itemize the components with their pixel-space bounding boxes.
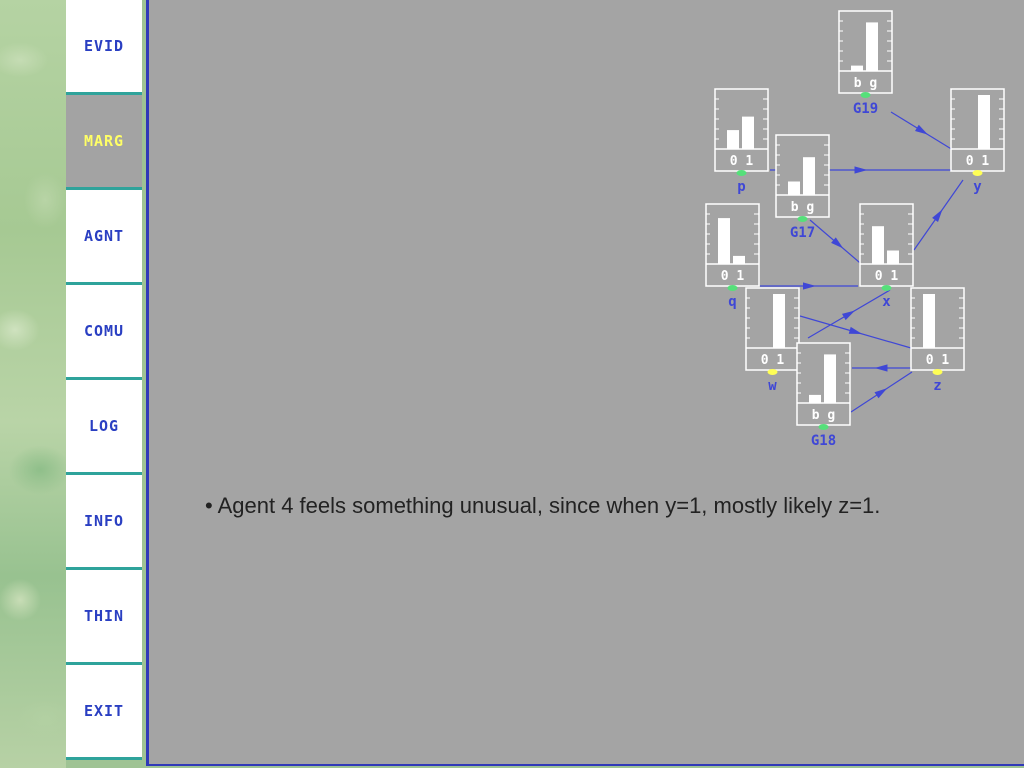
node-states: 0 1 [730,154,754,169]
nav-button-log[interactable]: LOG [66,380,142,475]
nav-button-comu[interactable]: COMU [66,285,142,380]
node-states: b g [791,200,814,215]
node-w[interactable]: 0 1 w [745,287,800,394]
edge-arrow-2 [831,237,844,249]
node-indicator [727,285,738,291]
node-bar-0 [809,394,821,403]
node-bar-1 [824,354,836,403]
node-g18[interactable]: b g G18 [796,342,851,449]
nav-button-label: COMU [83,322,125,340]
edge-arrow-8 [874,388,888,399]
edge-arrow-5 [842,310,856,321]
node-frame [705,203,760,287]
node-frame [950,88,1005,172]
decorative-texture [0,0,66,768]
node-states: 0 1 [761,353,785,368]
nav-button-agnt[interactable]: AGNT [66,190,142,285]
nav-button-info[interactable]: INFO [66,475,142,570]
node-bar-1 [803,157,815,195]
node-states: b g [854,76,877,91]
network-edges [760,111,964,413]
node-y[interactable]: 0 1 y [950,88,1005,195]
nav-button-label: EXIT [83,702,125,720]
nav-button-label: MARG [83,132,125,150]
node-frame [745,287,800,371]
node-z[interactable]: 0 1 z [910,287,965,394]
node-states: b g [812,408,835,423]
node-name: z [933,378,941,394]
node-bar-0 [727,130,739,149]
node-name: p [737,179,745,195]
node-bar-1 [733,255,745,264]
node-indicator [932,369,943,375]
nav-button-exit[interactable]: EXIT [66,665,142,760]
network-nodes: b g G19 0 1 p 0 1 y b g G17 0 1 q 0 1 x 0 1 w 0 1 z b g G… [705,10,1005,449]
node-states: 0 1 [721,269,745,284]
edge-arrow-1 [854,166,868,174]
node-name: q [728,294,736,310]
node-name: x [882,294,891,310]
nav-button-marg[interactable]: MARG [66,95,142,190]
node-indicator [818,424,829,430]
node-q[interactable]: 0 1 q [705,203,760,310]
edge-arrow-7 [874,364,888,372]
node-frame [838,10,893,94]
node-indicator [767,369,778,375]
node-indicator [736,170,747,176]
node-name: y [973,179,982,195]
node-bar-0 [718,218,730,264]
edge-arrow-6 [848,326,863,334]
node-g19[interactable]: b g G19 [838,10,893,117]
nav-button-label: THIN [83,607,125,625]
node-g17[interactable]: b g G17 [775,134,830,241]
side-nav: EVID MARG AGNT COMU LOG INFO THIN EXIT [66,0,142,768]
node-states: 0 1 [875,269,899,284]
node-states: 0 1 [966,154,990,169]
status-message: • Agent 4 feels something unusual, since… [205,493,881,518]
node-states: 0 1 [926,353,950,368]
edge-arrow-3 [932,209,943,222]
main-panel [146,0,1024,766]
node-name: G17 [790,225,815,241]
nav-button-label: EVID [83,37,125,55]
node-bar-1 [887,250,899,264]
node-indicator [860,92,871,98]
node-p[interactable]: 0 1 p [714,88,769,195]
node-name: G19 [853,101,878,117]
node-bar-1 [978,95,990,149]
node-bar-0 [788,181,800,195]
node-x[interactable]: 0 1 x [859,203,914,310]
node-frame [714,88,769,172]
edge-arrow-0 [915,124,928,135]
node-bar-0 [851,65,863,71]
node-indicator [972,170,983,176]
nav-button-label: AGNT [83,227,125,245]
nav-button-evid[interactable]: EVID [66,0,142,95]
node-bar-0 [872,226,884,264]
nav-button-label: LOG [88,417,120,435]
nav-button-label: INFO [83,512,125,530]
node-bar-0 [923,294,935,348]
node-bar-1 [866,22,878,71]
node-name: G18 [811,433,836,449]
node-bar-1 [742,116,754,149]
edge-arrow-4 [803,282,816,290]
nav-button-thin[interactable]: THIN [66,570,142,665]
node-name: w [768,378,777,394]
node-indicator [797,216,808,222]
node-indicator [881,285,892,291]
node-bar-1 [773,294,785,348]
